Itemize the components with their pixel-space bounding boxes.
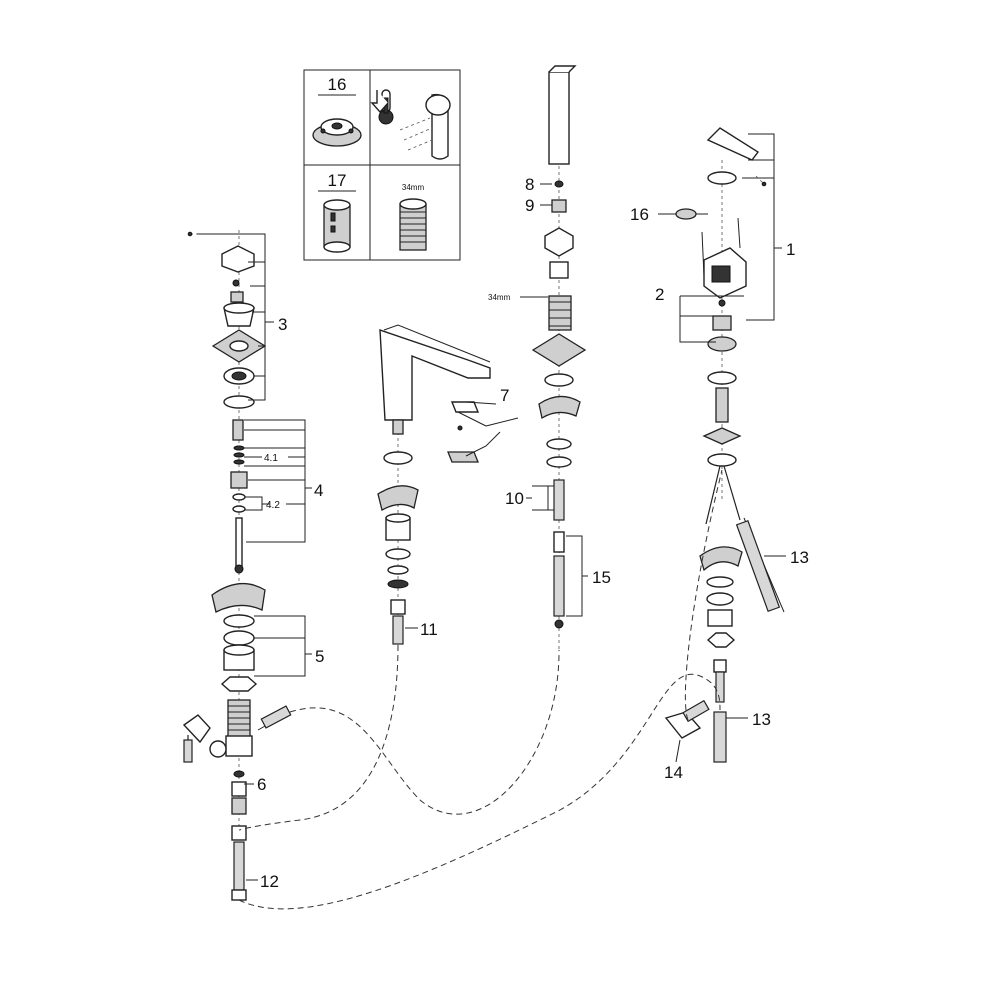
callout-1: 1 [786, 240, 795, 259]
left-valve-assembly [182, 230, 292, 901]
spare-parts-inset: 16 17 34mm [303, 69, 461, 261]
callout-13-upper: 13 [790, 548, 809, 567]
callout-labels: 3 4.1 4 4.2 5 6 12 11 7 8 9 34mm 10 15 1… [257, 175, 809, 891]
callout-7: 7 [500, 386, 509, 405]
callout-15: 15 [592, 568, 611, 587]
callout-8: 8 [525, 175, 534, 194]
leader-lines [187, 133, 786, 881]
inset-label-16: 16 [328, 75, 347, 94]
callout-9: 9 [525, 196, 534, 215]
lever-handle-illustration [399, 93, 451, 160]
callout-4: 4 [314, 481, 323, 500]
inset-bumper-16-part [312, 118, 362, 147]
callout-10: 10 [505, 489, 524, 508]
inset-label-17: 17 [328, 171, 347, 190]
callout-4-2: 4.2 [266, 500, 280, 511]
callout-11: 11 [420, 620, 438, 639]
inset-threaded-nut-part [399, 198, 427, 251]
dimension-34mm: 34mm [488, 293, 511, 302]
thermometer-icon [370, 89, 394, 125]
inset-cartridge-17-part [323, 199, 351, 253]
flexible-hose-routing [238, 469, 723, 910]
inset-label-34mm: 34mm [402, 183, 425, 192]
callout-13-lower: 13 [752, 710, 771, 729]
callout-12: 12 [260, 872, 279, 891]
callout-2: 2 [655, 285, 664, 304]
hand-shower-assembly [531, 65, 587, 650]
callout-3: 3 [278, 315, 287, 334]
center-spout-assembly [377, 324, 491, 645]
right-handle-assembly [664, 127, 785, 763]
callout-4-1: 4.1 [264, 453, 278, 464]
callout-16: 16 [630, 205, 649, 224]
callout-6: 6 [257, 775, 266, 794]
callout-5: 5 [315, 647, 324, 666]
callout-14: 14 [664, 763, 683, 782]
